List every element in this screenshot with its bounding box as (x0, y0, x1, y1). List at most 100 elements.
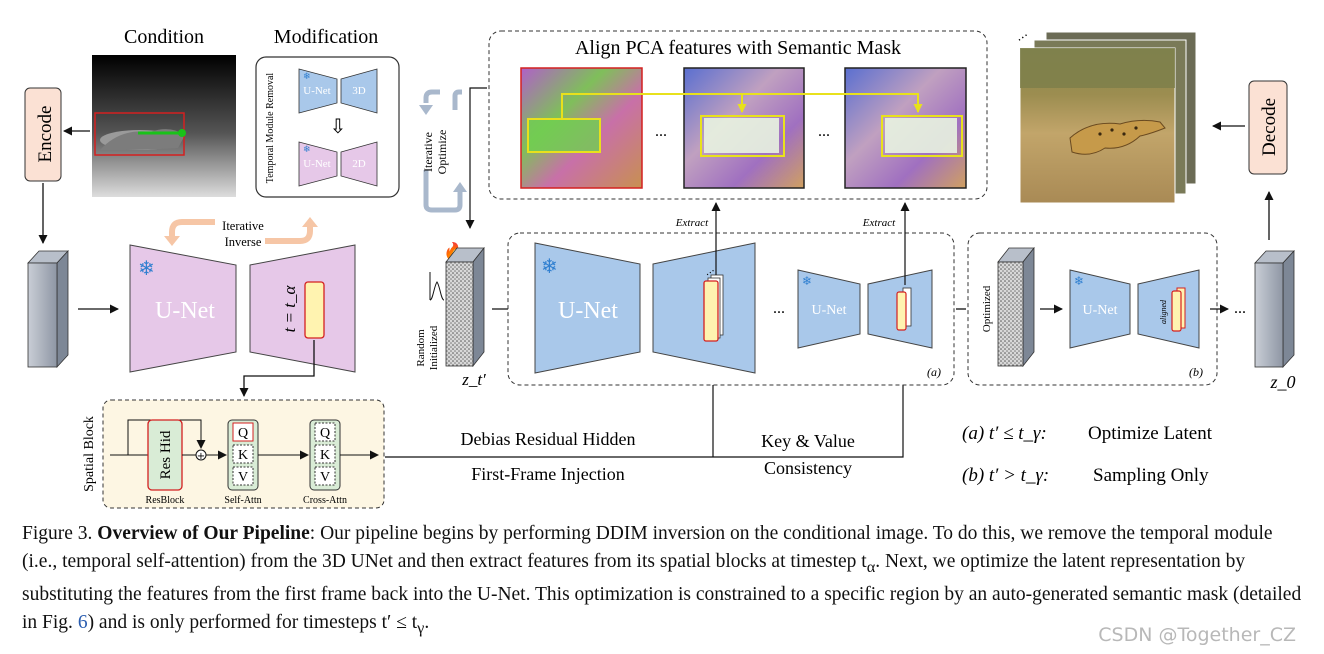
feature-stack-a-small (896, 291, 907, 331)
iterative-inverse-label-1: Iterative (222, 219, 264, 233)
unet-decoder-pink: t = t_α (249, 244, 356, 373)
random-initialized-label-2: Initialized (428, 325, 440, 370)
encode-box: Encode (24, 87, 62, 182)
unet-encoder-pink: ❄ U-Net (129, 244, 237, 373)
legend-a-prefix: (a) t′ ≤ t_γ: (962, 423, 1047, 444)
feature-stack-b (1171, 290, 1182, 332)
caption-title: Overview of Our Pipeline (97, 523, 310, 544)
resblock-label: ResBlock (146, 495, 185, 506)
self-attn-k: K (238, 448, 248, 463)
mod-2d-bottom (340, 141, 378, 187)
caption-gamma: γ (417, 618, 425, 637)
frame-stack-ellipsis-icon: ⋯ (1014, 28, 1032, 46)
cross-attn-v: V (320, 470, 330, 485)
iterative-inverse-arrow-right (265, 225, 313, 244)
caption-prefix: Figure 3. (22, 523, 98, 544)
mod-unet-bottom-label: U-Net (303, 158, 331, 170)
debias-label: Debias Residual Hidden (461, 429, 636, 449)
mask-box-3 (881, 115, 963, 157)
cross-attn-label: Cross-Attn (303, 495, 347, 506)
pipeline-diagram: Condition Modification Temporal Module R… (24, 26, 1296, 509)
mod-unet-bottom (298, 141, 338, 187)
unet-a-small-label: U-Net (812, 303, 847, 318)
random-initialized-label-1: Random (415, 329, 427, 367)
unet-b-label: U-Net (1083, 303, 1118, 318)
ellipsis-a: ... (773, 300, 785, 317)
input-latent-slab (27, 249, 69, 369)
mod-3d-top (340, 68, 378, 114)
snowflake-icon: ❄ (541, 254, 558, 278)
unet-b-encoder (1069, 269, 1131, 349)
pca-ellipsis-1: ... (655, 123, 667, 140)
caption-alpha: α (866, 557, 876, 576)
unet-a-label: U-Net (558, 298, 618, 324)
down-arrow-icon: ⇩ (330, 114, 347, 138)
mod-unet-top-label: U-Net (303, 85, 331, 97)
caption-body-4: . (424, 611, 430, 633)
iterative-optimize-arrow-bottom (423, 170, 463, 213)
modification-label: Modification (274, 26, 378, 48)
decode-label: Decode (1259, 98, 1280, 156)
green-arrow-dot (178, 129, 186, 137)
iterative-optimize-label-2: Optimize (435, 130, 449, 175)
pca-ellipsis-2: ... (818, 123, 830, 140)
z-0-label: z_0 (1269, 372, 1295, 392)
key-value-label-2: Consistency (764, 458, 852, 478)
snowflake-icon: ❄ (303, 145, 311, 155)
mod-2d-label: 2D (352, 158, 366, 170)
z-t-prime-label: z_t′ (461, 370, 486, 389)
gaussian-icon (429, 272, 445, 301)
unet-b-decoder (1137, 269, 1200, 349)
align-pca-title: Align PCA features with Semantic Mask (575, 37, 901, 59)
optimized-latent-slab (997, 261, 1024, 367)
noise-latent-slab (445, 246, 485, 368)
temporal-module-removal-label: Temporal Module Removal (265, 73, 276, 184)
unet-a-small-encoder (797, 269, 861, 349)
mod-3d-label: 3D (352, 85, 366, 97)
caption-fig-ref[interactable]: 6 (77, 611, 88, 633)
feature-highlight-box (304, 281, 325, 339)
extract-label-1: Extract (675, 217, 709, 229)
self-attn-q: Q (238, 426, 248, 441)
modification-panel: Temporal Module Removal U-Net ❄ 3D ⇩ U-N… (255, 56, 400, 198)
figure-caption: Figure 3. Overview of Our Pipeline: Our … (22, 520, 1312, 642)
marker-a: (a) (927, 365, 941, 379)
self-attn-label: Self-Attn (224, 495, 261, 506)
add-icon: + (197, 451, 205, 462)
optimized-label: Optimized (981, 285, 993, 332)
t-alpha-label: t = t_α (280, 285, 299, 333)
condition-depth-image (92, 55, 236, 197)
aligned-label: aligned (1159, 299, 1168, 324)
spatial-block: Spatial Block Res Hid + Q K V Q K V ResB… (82, 399, 385, 509)
caption-body-3: ) and is only performed for timesteps t′… (87, 611, 418, 633)
feature-stack-a (703, 280, 719, 342)
snowflake-icon: ❄ (1074, 274, 1084, 288)
legend-b-prefix: (b) t′ > t_γ: (962, 465, 1049, 486)
res-hid-label: Res Hid (158, 430, 174, 479)
marker-b: (b) (1189, 365, 1203, 379)
ellipsis-b: ... (1234, 300, 1246, 317)
watermark: CSDN @Together_CZ (1098, 624, 1296, 646)
align-pca-panel: Align PCA features with Semantic Mask ..… (488, 30, 988, 200)
extract-label-2: Extract (862, 217, 896, 229)
arrow-feature-to-spatial (239, 340, 315, 397)
iterative-optimize-arrow-top (452, 89, 462, 110)
iterative-inverse-arrow-left (169, 219, 215, 238)
output-video-frames: ⋯ (1014, 28, 1197, 204)
cross-attn-k: K (320, 448, 330, 463)
panel-a: ❄ U-Net ⋯ ... ❄ U-Net (a) (507, 232, 955, 386)
spatial-block-label: Spatial Block (82, 416, 97, 492)
output-latent-slab (1254, 249, 1295, 369)
key-value-label-1: Key & Value (761, 431, 855, 451)
legend-a-text: Optimize Latent (1088, 423, 1213, 444)
yellow-align-arrow (561, 93, 923, 118)
unet-big-label: U-Net (155, 298, 215, 324)
first-frame-label: First-Frame Injection (471, 464, 624, 484)
iterative-inverse-label-2: Inverse (225, 235, 262, 249)
caption-body-1: : Our pipeline begins by performing DDIM… (22, 523, 1273, 572)
caption-body-2: . Next, we optimize the latent represent… (22, 551, 1302, 633)
mask-box-1 (527, 118, 601, 153)
encode-label: Encode (35, 106, 56, 163)
cross-attn-q: Q (320, 426, 330, 441)
condition-label: Condition (124, 26, 204, 48)
